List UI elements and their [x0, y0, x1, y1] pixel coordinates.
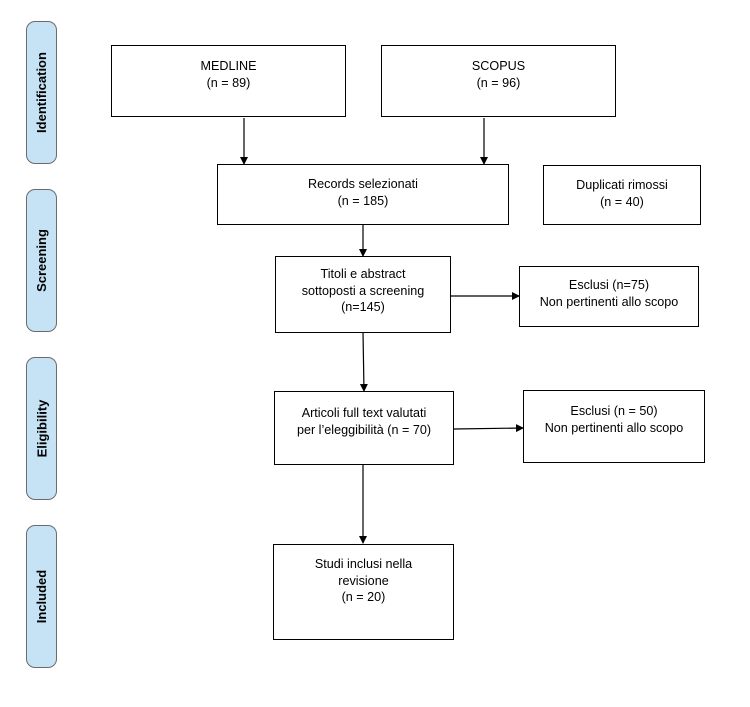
- medline-label: MEDLINE: [200, 59, 257, 73]
- box-included-studies: Studi inclusi nella revisione (n = 20): [273, 544, 454, 640]
- arrow-fulltext-to-excluded: [453, 424, 524, 433]
- screened-line-2: sottoposti a screening: [301, 283, 425, 298]
- included-count: (n = 20): [341, 590, 386, 604]
- phase-eligibility: Eligibility: [26, 357, 57, 500]
- box-excluded-eligibility: Esclusi (n = 50) Non pertinenti allo sco…: [523, 390, 705, 463]
- scopus-label: SCOPUS: [471, 59, 526, 73]
- duplicates-label: Duplicati rimossi: [576, 178, 668, 192]
- fulltext-line-2: per l’eleggibilità (n = 70): [296, 422, 432, 437]
- phase-identification: Identification: [26, 21, 57, 164]
- phase-screening: Screening: [26, 189, 57, 332]
- excluded-eligibility-count: Esclusi (n = 50): [570, 404, 658, 418]
- records-count: (n = 185): [337, 193, 389, 208]
- box-duplicates-removed: Duplicati rimossi (n = 40): [543, 165, 701, 225]
- included-line-1: Studi inclusi nella: [314, 557, 413, 571]
- excluded-screening-count: Esclusi (n=75): [568, 278, 650, 292]
- fulltext-line-1: Articoli full text valutati: [301, 406, 427, 420]
- box-excluded-screening: Esclusi (n=75) Non pertinenti allo scopo: [519, 266, 699, 327]
- duplicates-count: (n = 40): [600, 194, 644, 209]
- screened-count: (n=145): [341, 300, 385, 314]
- excluded-eligibility-reason: Non pertinenti allo scopo: [544, 420, 684, 435]
- box-fulltext-assessed: Articoli full text valutati per l’eleggi…: [274, 391, 454, 465]
- box-screened: Titoli e abstract sottoposti a screening…: [275, 256, 451, 333]
- arrow-screened-to-fulltext: [359, 331, 368, 392]
- screened-line-1: Titoli e abstract: [320, 267, 406, 281]
- box-scopus: SCOPUS (n = 96): [381, 45, 616, 117]
- medline-count: (n = 89): [206, 75, 251, 90]
- records-label: Records selezionati: [308, 177, 418, 191]
- scopus-count: (n = 96): [476, 75, 521, 90]
- phase-included: Included: [26, 525, 57, 668]
- excluded-screening-reason: Non pertinenti allo scopo: [539, 294, 679, 309]
- box-medline: MEDLINE (n = 89): [111, 45, 346, 117]
- box-records-selected: Records selezionati (n = 185): [217, 164, 509, 225]
- included-line-2: revisione: [338, 573, 389, 588]
